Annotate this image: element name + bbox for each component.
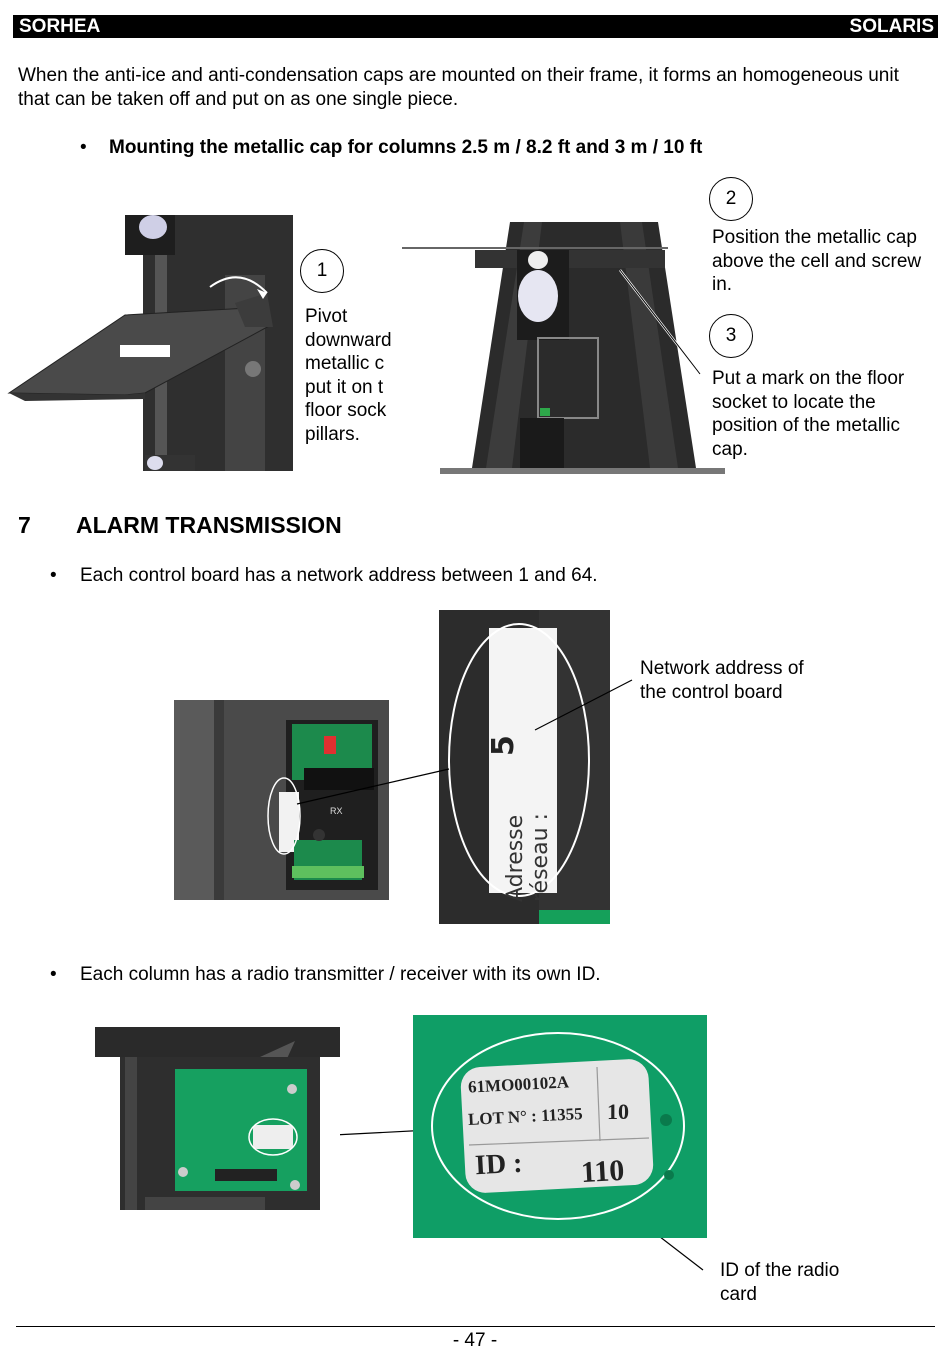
step-1-line: downward [305, 329, 391, 351]
step-3-caption: Put a mark on the floor socket to locate… [712, 367, 944, 461]
step-2-line: above the cell and screw [712, 250, 922, 272]
bullet-dot: • [80, 137, 87, 158]
id-caption: ID of the radio card [720, 1259, 920, 1306]
column-cap-illustration [400, 218, 730, 478]
bullet-dot: • [50, 964, 57, 985]
step-3-line: socket to locate the [712, 391, 876, 413]
page-header: SORHEA SOLARIS [13, 15, 938, 38]
radio-label-num: 10 [607, 1099, 629, 1124]
intro-paragraph: When the anti-ice and anti-condensation … [18, 65, 899, 110]
header-left: SORHEA [19, 16, 101, 37]
network-address-bullet: Each control board has a network address… [80, 565, 598, 586]
control-board-photo: RX [174, 700, 389, 900]
label-adresse: Adresse [503, 814, 528, 902]
network-caption-line: the control board [640, 681, 783, 703]
network-address-caption: Network address of the control board [640, 657, 840, 704]
network-label-photo: 5 Adresse réseau : [439, 610, 610, 924]
step-2-marker: 2 [709, 177, 753, 221]
step-3-line: cap. [712, 438, 748, 460]
radio-id-label: ID : [474, 1147, 524, 1182]
step-1-line: Pivot [305, 306, 348, 327]
id-caption-line: ID of the radio [720, 1260, 840, 1281]
step-2-line: Position the metallic cap [712, 227, 917, 248]
mounting-bullet: Mounting the metallic cap for columns 2.… [109, 137, 703, 158]
network-caption-line: Network address of [640, 658, 804, 679]
radio-id-value: 110 [580, 1153, 626, 1190]
step-1-line: put it on t [305, 376, 384, 398]
step-1-line: pillars. [305, 423, 360, 445]
step-3-line: position of the metallic [712, 415, 900, 436]
step-1-marker: 1 [300, 249, 344, 293]
step-3-marker: 3 [709, 314, 753, 358]
radio-id-bullet: Each column has a radio transmitter / re… [80, 964, 601, 985]
section-title: ALARM TRANSMISSION [76, 512, 342, 538]
label-reseau: réseau : [528, 813, 553, 902]
step-2-caption: Position the metallic cap above the cell… [712, 226, 944, 297]
footer-rule [16, 1326, 935, 1327]
step-1-line: metallic c [305, 353, 385, 374]
bullet-dot: • [50, 565, 57, 586]
id-caption-line: card [720, 1283, 757, 1305]
radio-card-photo [95, 1027, 340, 1210]
page-number: - 47 - [452, 1330, 498, 1351]
rx-label: RX [330, 806, 343, 816]
radio-label-photo: 61MO00102A LOT N° : 11355 10 ID : 110 [413, 1015, 707, 1238]
section-number: 7 [18, 512, 31, 538]
header-right: SOLARIS [849, 16, 934, 37]
step-1-line: floor sock [305, 400, 387, 421]
step-3-line: Put a mark on the floor [712, 368, 905, 389]
step-2-line: in. [712, 274, 733, 295]
step-1-caption: Pivot downward metallic c put it on t fl… [305, 305, 391, 447]
